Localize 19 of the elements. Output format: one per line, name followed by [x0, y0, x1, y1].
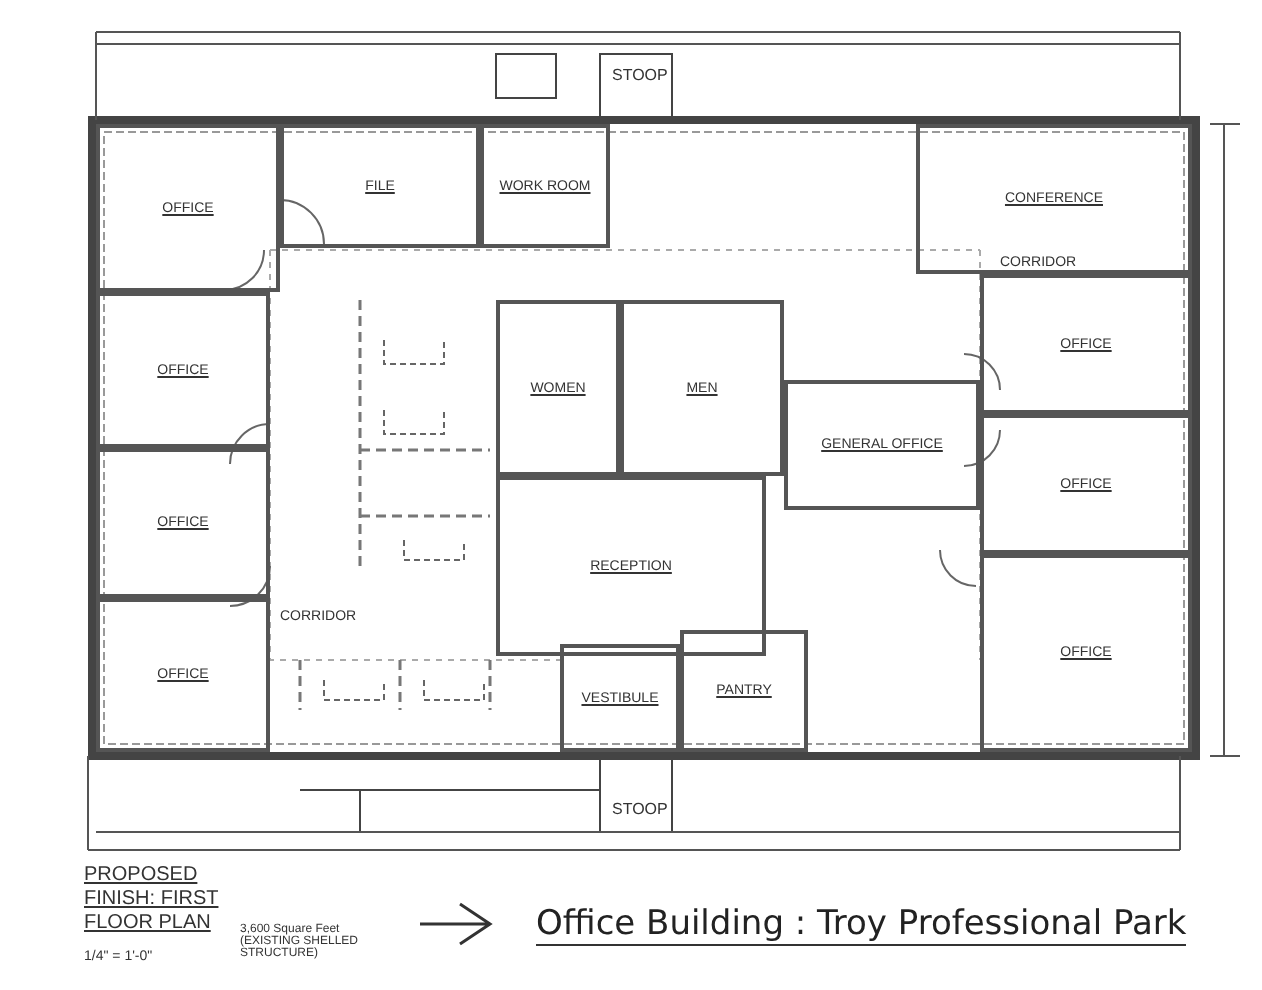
- room-outline: [496, 300, 620, 476]
- room-outline: [560, 644, 680, 752]
- room-outline: [96, 292, 270, 448]
- room-outline: [620, 300, 784, 476]
- room-outline: [96, 598, 270, 752]
- room-outline: [784, 380, 980, 510]
- room-outline: [480, 124, 610, 248]
- stair-label: STOOP: [612, 800, 668, 818]
- room-outline: [280, 124, 480, 248]
- room-outline: [980, 274, 1192, 414]
- room-outline: [980, 414, 1192, 554]
- room-outline: [980, 554, 1192, 752]
- room-outline: [680, 630, 808, 752]
- room-outline: [96, 124, 280, 292]
- room-outline: [916, 124, 1192, 274]
- room-outline: [96, 448, 270, 598]
- room-outline: [496, 476, 766, 656]
- drawing-title: Office Building : Troy Professional Park: [536, 904, 1187, 946]
- stair-label: STOOP: [612, 66, 668, 84]
